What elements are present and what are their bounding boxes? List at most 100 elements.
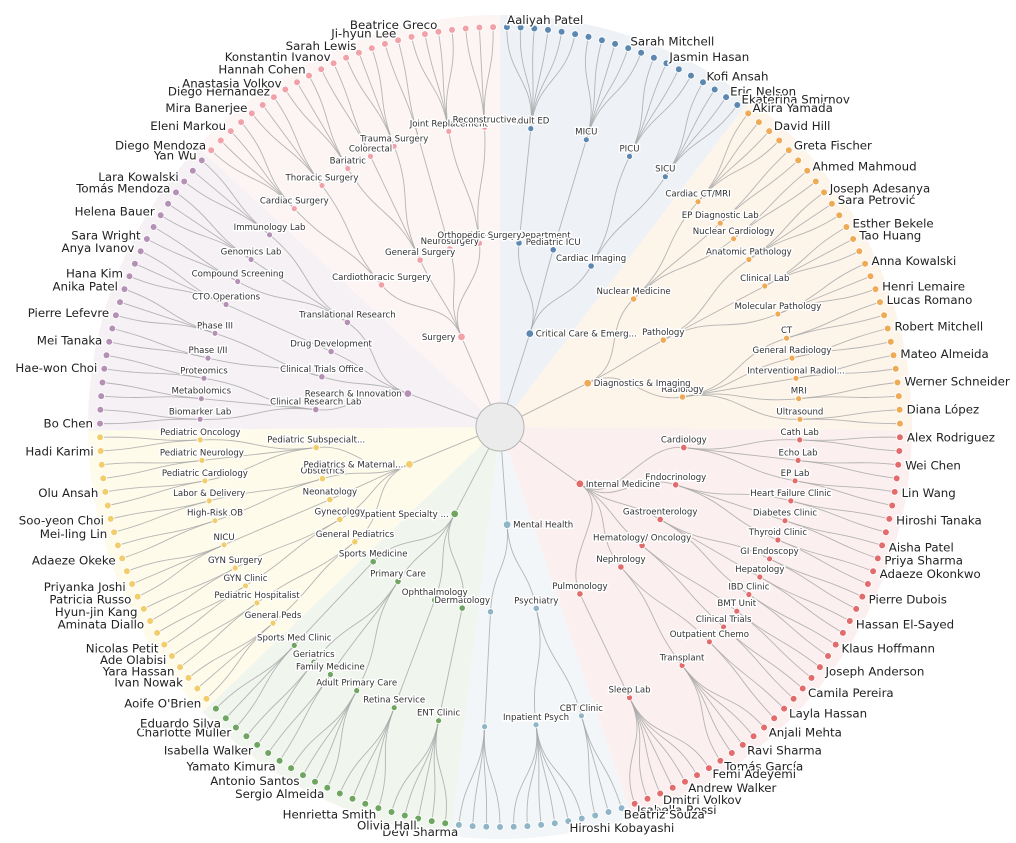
person-node[interactable] (264, 749, 273, 757)
person-node[interactable] (516, 23, 525, 32)
department-node[interactable] (575, 479, 585, 488)
person-node[interactable] (335, 789, 344, 798)
unit-node[interactable] (716, 219, 724, 227)
unit-node[interactable] (796, 415, 804, 423)
department-node[interactable] (502, 520, 512, 529)
department-node[interactable] (457, 332, 466, 342)
person-node[interactable] (637, 48, 645, 57)
person-node[interactable] (855, 247, 864, 256)
person-node[interactable] (123, 567, 131, 576)
unit-node[interactable] (326, 671, 334, 678)
unit-node[interactable] (211, 517, 219, 525)
person-node[interactable] (156, 211, 165, 220)
person-node[interactable] (889, 351, 898, 360)
person-node[interactable] (727, 749, 736, 757)
subgroup-node[interactable] (475, 239, 483, 247)
person-node[interactable] (550, 819, 559, 827)
person-node[interactable] (807, 674, 816, 682)
person-node[interactable] (828, 199, 836, 208)
person-node[interactable] (705, 764, 713, 772)
unit-node[interactable] (626, 152, 633, 160)
person-node[interactable] (803, 167, 811, 175)
unit-node[interactable] (774, 536, 782, 544)
subgroup-node[interactable] (587, 262, 595, 270)
person-node[interactable] (738, 741, 747, 749)
person-node[interactable] (434, 27, 443, 36)
person-node[interactable] (116, 298, 124, 306)
person-node[interactable] (577, 814, 586, 823)
person-node[interactable] (317, 65, 326, 73)
unit-node[interactable] (222, 301, 230, 308)
person-node[interactable] (361, 799, 370, 808)
person-node[interactable] (716, 756, 725, 765)
person-node[interactable] (305, 71, 313, 80)
unit-node[interactable] (761, 282, 769, 290)
person-node[interactable] (367, 44, 376, 52)
person-node[interactable] (816, 663, 824, 671)
department-node[interactable] (403, 389, 413, 398)
person-node[interactable] (342, 53, 350, 62)
person-node[interactable] (275, 756, 284, 765)
person-node[interactable] (227, 127, 235, 135)
unit-node[interactable] (532, 721, 540, 729)
person-node[interactable] (643, 794, 652, 803)
person-node[interactable] (136, 247, 145, 256)
person-node[interactable] (845, 617, 854, 625)
unit-node[interactable] (196, 415, 204, 423)
person-node[interactable] (794, 156, 802, 165)
person-node[interactable] (176, 663, 184, 671)
subgroup-node[interactable] (458, 604, 466, 612)
person-node[interactable] (96, 405, 105, 414)
person-node[interactable] (523, 822, 532, 830)
subgroup-node[interactable] (351, 538, 359, 546)
unit-node[interactable] (318, 182, 326, 189)
person-node[interactable] (374, 804, 383, 812)
subgroup-node[interactable] (312, 405, 320, 414)
person-node[interactable] (128, 580, 136, 588)
person-node[interactable] (421, 30, 429, 38)
subgroup-node[interactable] (549, 246, 557, 254)
person-node[interactable] (198, 156, 206, 165)
subgroup-node[interactable] (576, 590, 584, 598)
person-node[interactable] (143, 235, 151, 243)
person-node[interactable] (237, 118, 245, 126)
person-node[interactable] (722, 93, 730, 101)
subgroup-node[interactable] (532, 604, 540, 613)
person-node[interactable] (864, 580, 872, 588)
unit-node[interactable] (234, 278, 242, 285)
person-node[interactable] (617, 804, 626, 812)
unit-node[interactable] (200, 374, 208, 382)
unit-node[interactable] (792, 374, 800, 382)
person-node[interactable] (496, 823, 504, 831)
person-node[interactable] (687, 71, 695, 80)
person-node[interactable] (839, 629, 847, 637)
person-node[interactable] (878, 541, 886, 550)
person-node[interactable] (824, 652, 832, 660)
subgroup-node[interactable] (672, 481, 680, 489)
department-node[interactable] (525, 329, 534, 338)
subgroup-node[interactable] (318, 475, 326, 483)
person-node[interactable] (789, 694, 798, 703)
unit-node[interactable] (415, 134, 423, 142)
person-node[interactable] (798, 684, 807, 693)
person-node[interactable] (893, 378, 902, 387)
person-node[interactable] (873, 554, 882, 563)
person-node[interactable] (681, 777, 689, 786)
person-node[interactable] (118, 554, 126, 563)
person-node[interactable] (207, 146, 216, 155)
subgroup-node[interactable] (416, 256, 424, 264)
person-node[interactable] (293, 78, 301, 87)
person-node[interactable] (160, 640, 169, 649)
person-node[interactable] (503, 23, 511, 31)
person-node[interactable] (98, 378, 107, 387)
unit-node[interactable] (390, 142, 398, 150)
unit-node[interactable] (774, 310, 782, 318)
person-node[interactable] (281, 85, 290, 94)
person-node[interactable] (765, 127, 773, 135)
person-node[interactable] (699, 78, 707, 87)
unit-node[interactable] (733, 607, 741, 615)
person-node[interactable] (591, 811, 599, 820)
person-node[interactable] (876, 298, 884, 306)
subgroup-node[interactable] (656, 515, 664, 524)
person-node[interactable] (242, 732, 251, 741)
